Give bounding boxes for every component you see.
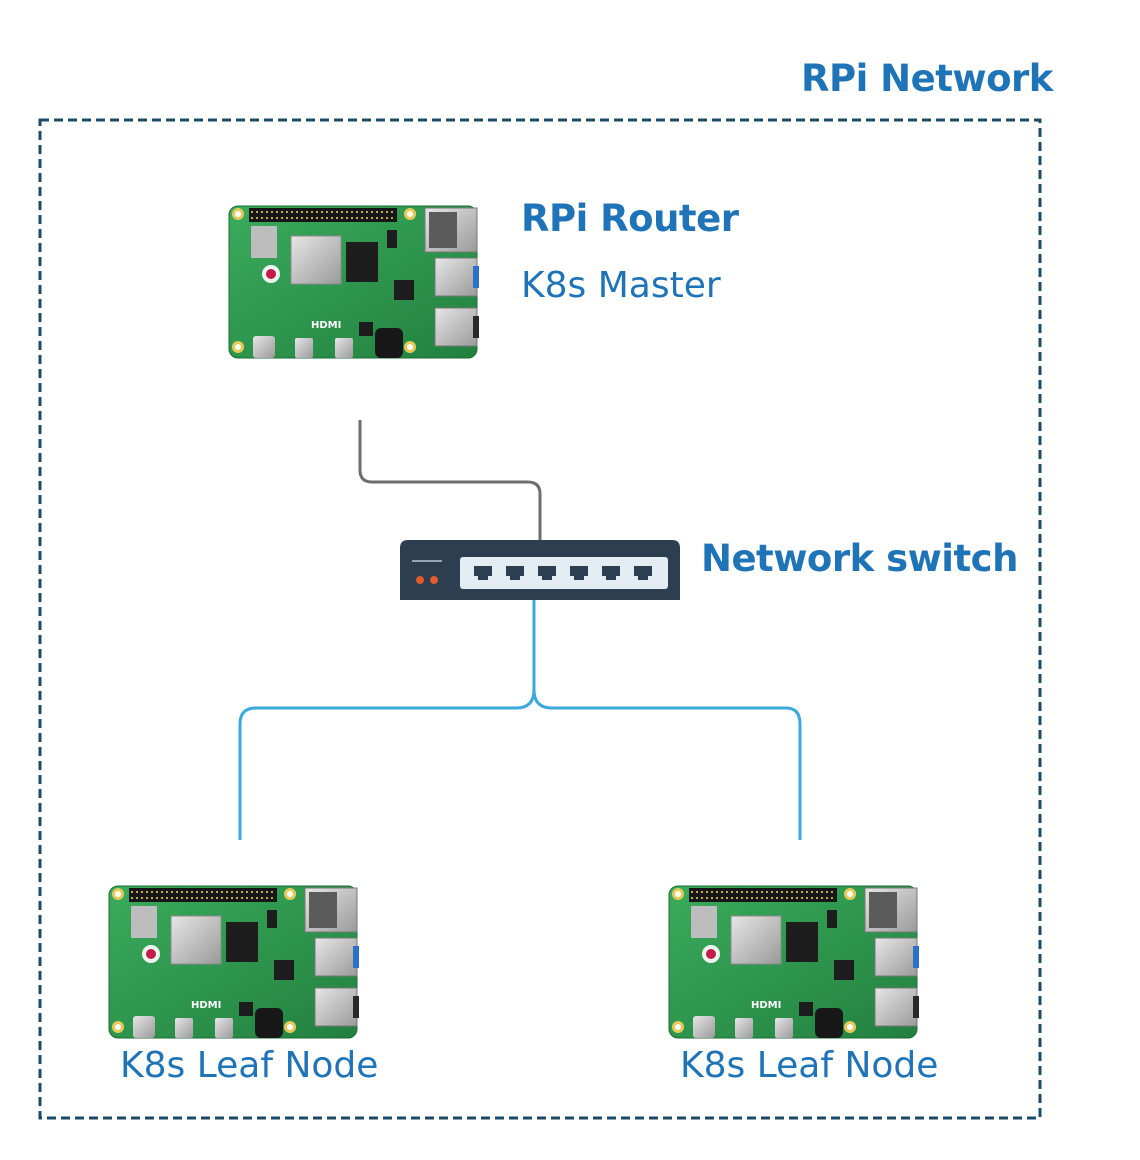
router-title: RPi Router [521, 197, 739, 240]
switch-ports [474, 566, 652, 580]
network-boundary [38, 118, 1042, 1120]
network-switch-icon [400, 540, 680, 600]
router-board-icon [228, 205, 480, 359]
network-title: RPi Network [801, 57, 1053, 100]
leaf-board-icon [668, 885, 920, 1039]
router-subtitle: K8s Master [521, 265, 721, 306]
leaf-board-icon [108, 885, 360, 1039]
leaf-node-label: K8s Leaf Node [120, 1045, 379, 1086]
switch-label: Network switch [701, 537, 1018, 580]
leaf-node-label: K8s Leaf Node [680, 1045, 939, 1086]
downlink-cable-left [238, 578, 536, 840]
downlink-cable-right [532, 578, 802, 840]
uplink-cable [358, 420, 542, 540]
